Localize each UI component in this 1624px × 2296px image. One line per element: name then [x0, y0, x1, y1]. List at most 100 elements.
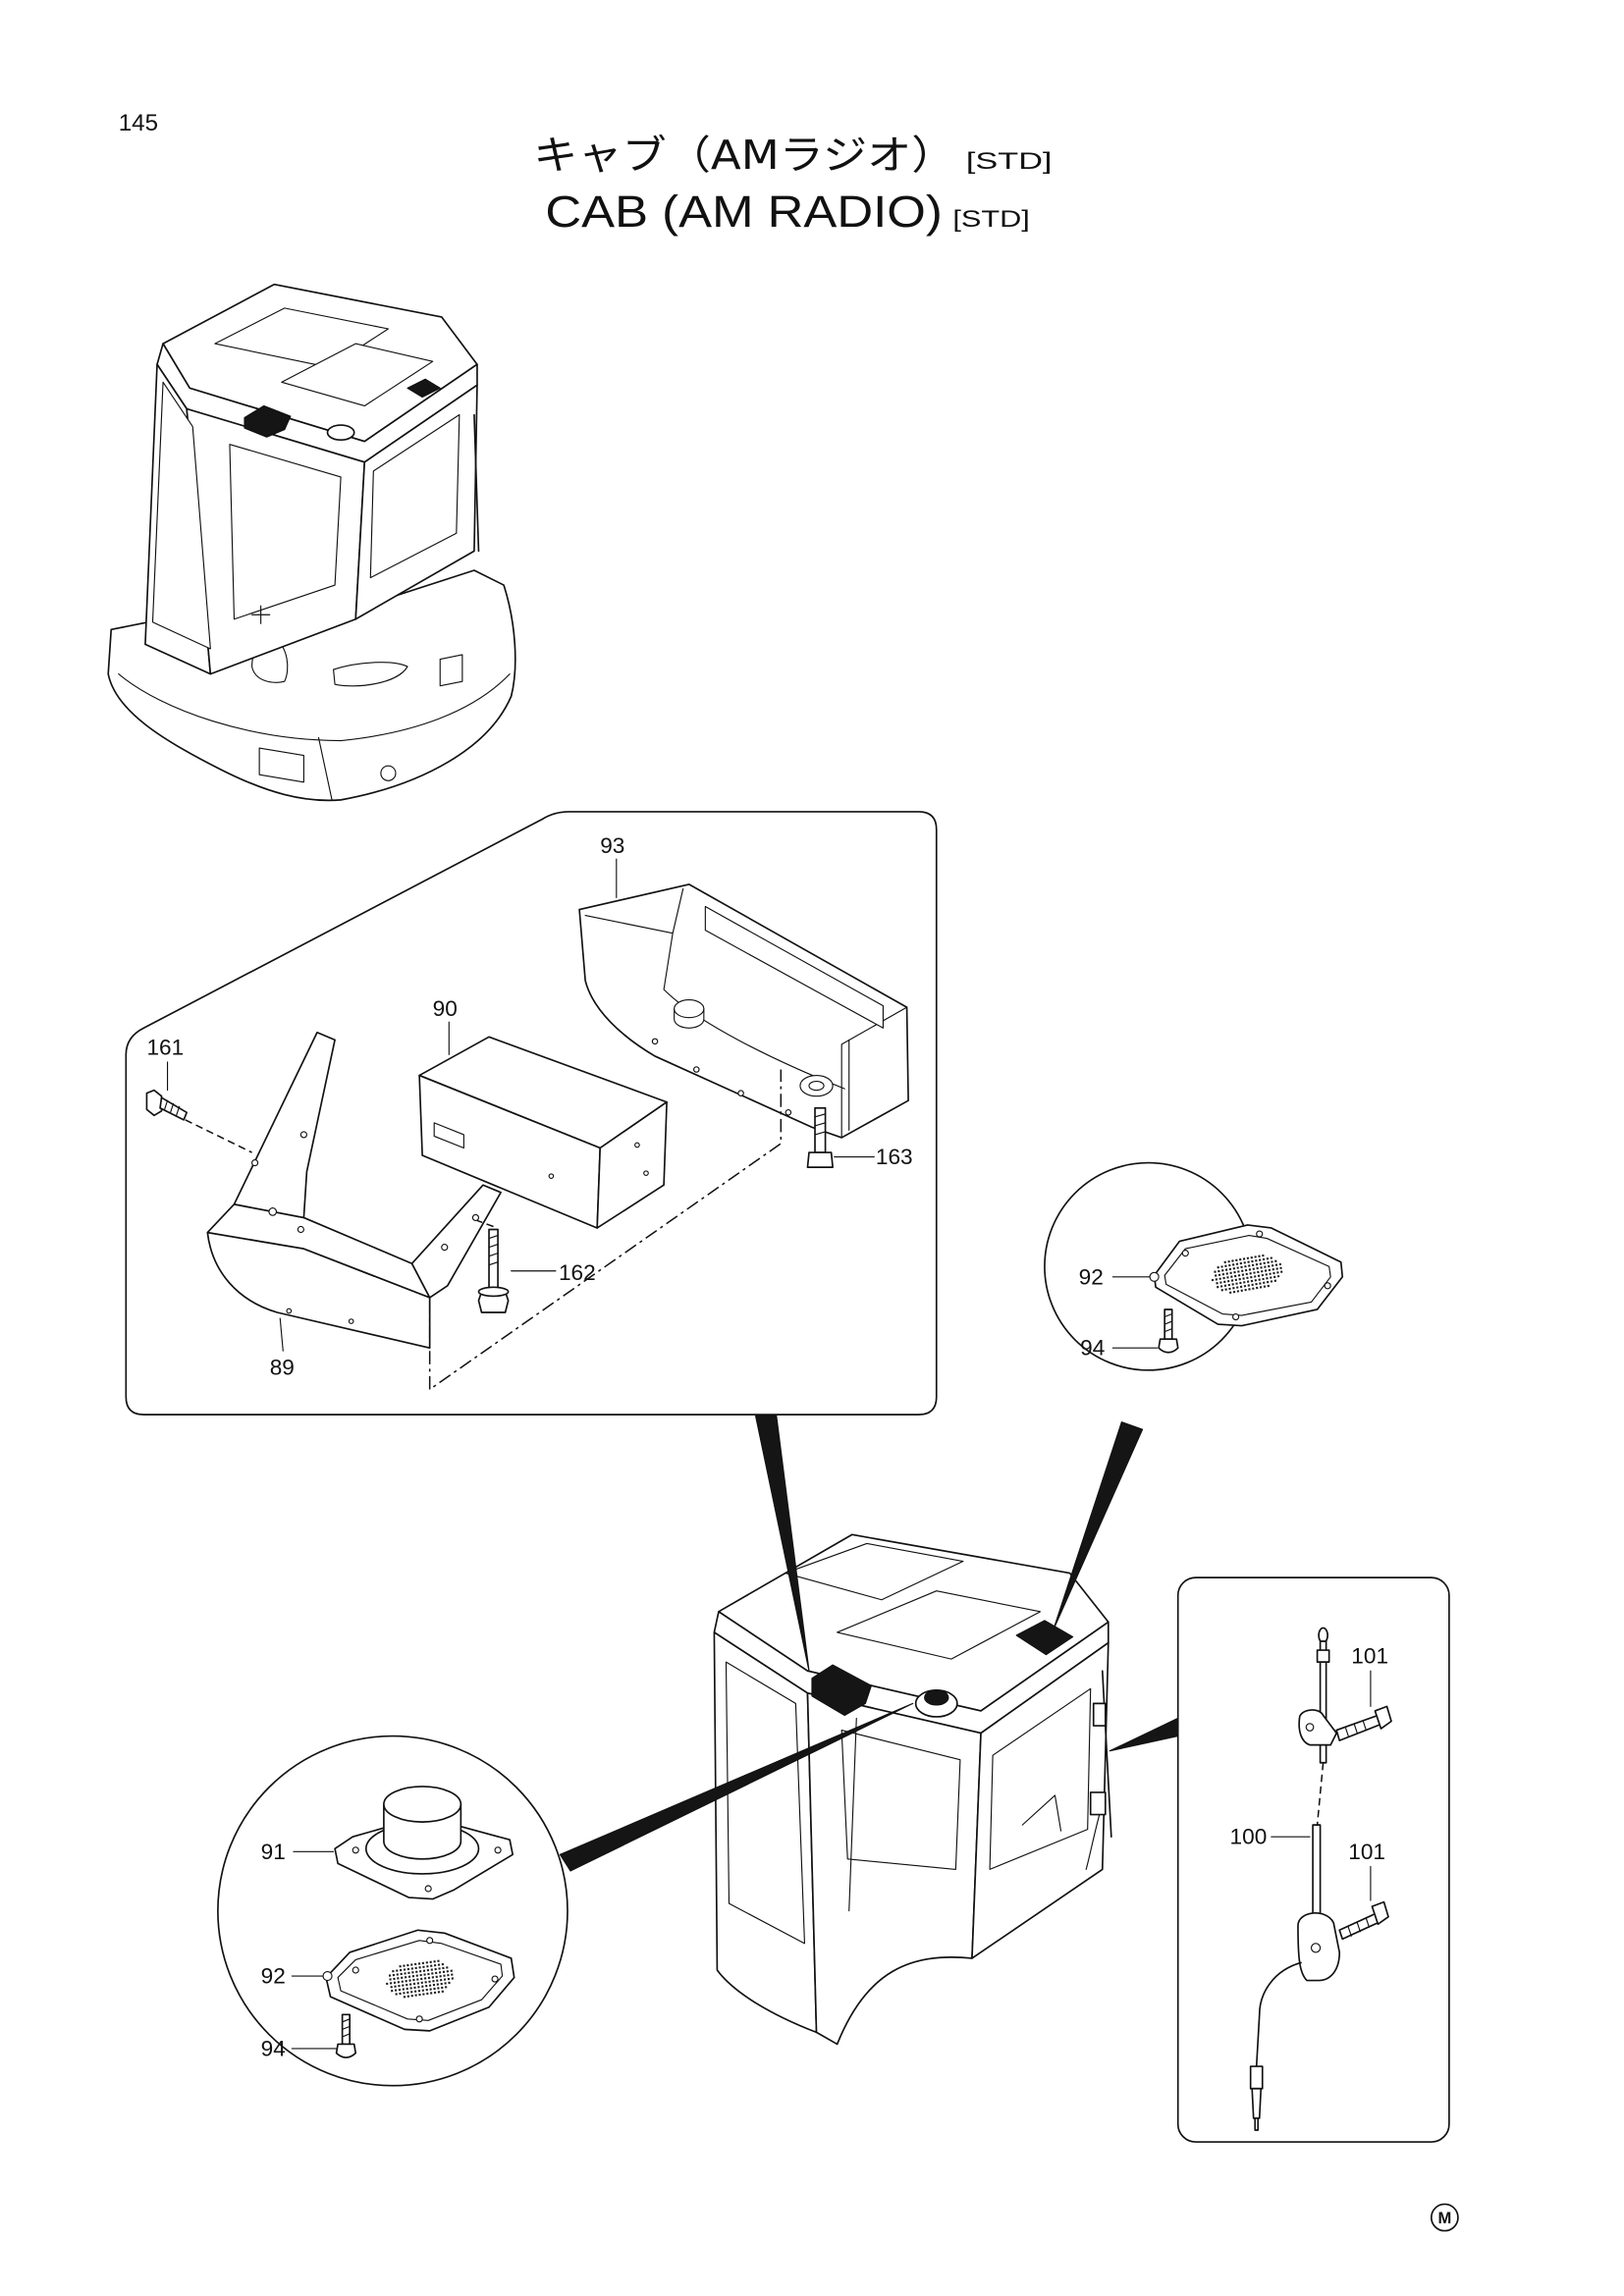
radio-bracket-hole — [297, 1225, 304, 1234]
pointer-antenna-panel — [1109, 1717, 1179, 1752]
title-jp: キャブ（AMラジオ） — [533, 132, 955, 179]
radio-bracket-left-tab — [233, 1031, 336, 1219]
bolt-163-thread — [814, 1113, 827, 1136]
grille-hole — [426, 1937, 434, 1945]
callout-161: 161 — [146, 1035, 184, 1059]
radio-unit-screw — [634, 1142, 640, 1148]
title-jp-tag: [STD] — [966, 148, 1053, 175]
bolt-101-lower-head — [1371, 1900, 1389, 1926]
cab2-antenna — [1101, 1670, 1112, 1839]
callout-89: 89 — [270, 1355, 295, 1379]
callout-101: 101 — [1351, 1644, 1388, 1669]
cab2-roof-panel — [837, 1590, 1041, 1660]
cab2-pillar-line — [848, 1717, 1062, 1912]
speaker-hole — [352, 1846, 359, 1854]
bolt-161-head — [145, 1089, 163, 1117]
radio-cover-body — [578, 883, 909, 1139]
cab-overview — [107, 283, 516, 802]
cab-grille-mark — [406, 378, 441, 399]
cab-installed-view — [713, 1533, 1112, 2046]
cab-front-window — [229, 444, 342, 620]
grille-hole — [491, 1975, 499, 1983]
antenna-clamp-hole — [1305, 1723, 1315, 1732]
callout-94: 94 — [261, 2037, 286, 2061]
callout-90: 90 — [433, 996, 458, 1021]
title-en-tag: [STD] — [952, 206, 1029, 233]
footer-mark: M — [1437, 2209, 1451, 2227]
bolt-161-thread — [163, 1099, 181, 1116]
callout-94: 94 — [1080, 1336, 1105, 1361]
grille-hole — [415, 2015, 423, 2023]
antenna-clamp-upper — [1298, 1709, 1338, 1746]
antenna-rod-lower — [1312, 1824, 1322, 1915]
cab-base-step — [439, 654, 463, 687]
cab2-roof-grille — [1015, 1620, 1074, 1656]
bolt-161 — [145, 1089, 189, 1121]
cab2-antenna-mount-lower — [1089, 1791, 1107, 1816]
cab-antenna — [473, 413, 480, 553]
pointer-grille-circle — [1053, 1421, 1144, 1630]
callout-93: 93 — [600, 833, 624, 858]
radio-bracket-hole — [268, 1207, 278, 1216]
radio-inset: 93 90 161 — [125, 811, 938, 1415]
callout-91: 91 — [261, 1840, 286, 1864]
bolt-161-shaft — [159, 1096, 189, 1121]
radio-bracket — [206, 1031, 502, 1350]
antenna-connector-body — [1251, 2087, 1263, 2119]
cab2-roof-speaker-cap — [924, 1689, 949, 1706]
cab2-antenna-mount-upper — [1092, 1702, 1107, 1727]
speaker-hole — [494, 1846, 502, 1854]
radio-cover-hole — [737, 1090, 744, 1096]
grille-detail-circle: 92 94 — [1044, 1161, 1344, 1371]
bolt-162 — [477, 1228, 510, 1313]
grille-hole — [1256, 1230, 1264, 1238]
radio-cover-boss-1-top — [674, 999, 705, 1019]
radio-bracket-hole — [286, 1308, 293, 1314]
radio-bracket-hole — [471, 1213, 480, 1222]
cab-door-window — [151, 381, 211, 650]
grille-hole — [1181, 1250, 1189, 1257]
radio-bracket-right-tab — [410, 1184, 502, 1299]
radio-bracket-side-plate — [206, 1231, 431, 1350]
grille-hole — [1231, 1312, 1240, 1321]
radio-cover-hole — [693, 1066, 700, 1073]
speaker-grille-rim — [337, 1940, 504, 2021]
callout-101: 101 — [1348, 1840, 1385, 1864]
antenna-clamp-hole — [1310, 1943, 1322, 1953]
cab-base-body — [107, 569, 516, 802]
inset-frame — [125, 811, 938, 1415]
assembly-line-162 — [476, 1219, 494, 1228]
cab2-side-window — [989, 1687, 1092, 1870]
cab-cross-mark — [251, 605, 271, 624]
radio-cover-hole — [785, 1109, 792, 1116]
radio-bracket-hole — [441, 1244, 449, 1252]
callout-100: 100 — [1230, 1825, 1268, 1849]
radio-cover-slot — [704, 905, 884, 1029]
radio-bracket-hole — [348, 1318, 354, 1324]
screw-94-thread — [1164, 1312, 1173, 1333]
radio-cover-hole — [651, 1038, 659, 1045]
cab-roof-panel — [281, 343, 434, 407]
radio-cover — [578, 883, 909, 1139]
cab2-door-window — [725, 1661, 806, 1945]
radio-unit-end — [596, 1100, 668, 1229]
screw-94-thread — [342, 2018, 351, 2038]
screw-94-head — [1158, 1338, 1179, 1354]
antenna-panel-frame — [1176, 1576, 1450, 2143]
radio-bracket-hole — [251, 1159, 259, 1167]
cab2-roof-skylight — [785, 1542, 964, 1601]
antenna-detail-panel: 101 101 100 — [1176, 1576, 1450, 2143]
callout-162: 162 — [559, 1260, 596, 1285]
title-en: CAB (AM RADIO) — [545, 187, 942, 237]
cab2-front-window — [840, 1729, 961, 1870]
cab-roof-speaker — [326, 424, 355, 442]
antenna-collar — [1316, 1649, 1330, 1663]
bolt-162-flange — [477, 1286, 510, 1298]
screw-94-head — [335, 2043, 357, 2058]
detail-circle-frame — [217, 1735, 568, 2087]
assembly-centerline — [428, 1069, 783, 1391]
radio-bracket-hole — [299, 1131, 307, 1139]
bolt-101-lower-thread — [1347, 1917, 1370, 1937]
bolt-162-thread — [488, 1234, 499, 1266]
